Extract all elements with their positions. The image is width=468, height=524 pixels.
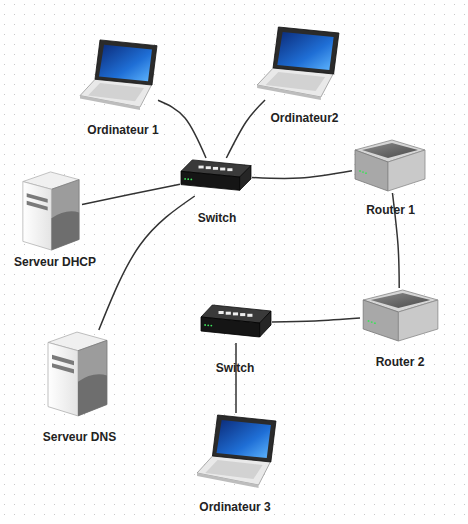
switch-front (201, 317, 260, 337)
switch-port (199, 166, 204, 169)
laptop-bezel (212, 415, 276, 462)
node-label: Switch (216, 361, 255, 375)
laptop-edge (197, 473, 258, 488)
laptop-keyboard (266, 72, 326, 91)
router-node: Router 1 (352, 138, 427, 193)
switch-front (181, 171, 240, 190)
node-label: Router 2 (376, 355, 425, 369)
node-label: Ordinateur 3 (199, 500, 270, 514)
server-front (23, 182, 52, 250)
switch-port (206, 166, 211, 169)
network-cable (99, 196, 195, 330)
router-front (355, 150, 388, 191)
server-icon (20, 170, 82, 252)
switch-port (226, 312, 231, 315)
switch-icon (180, 158, 252, 196)
switch-led (204, 324, 206, 326)
server-shade (51, 211, 79, 250)
network-cable (158, 100, 206, 158)
switch-led (210, 325, 212, 327)
server-side (78, 340, 107, 416)
node-label: Ordinateur 1 (87, 123, 158, 137)
network-cable (272, 318, 360, 322)
laptop-edge (80, 96, 140, 110)
server-front (48, 342, 78, 416)
server-shade (78, 374, 107, 416)
server-node: Serveur DHCP (20, 170, 82, 252)
router-front (363, 300, 398, 341)
router-led (368, 320, 370, 322)
server-icon (45, 330, 110, 418)
switch-port (233, 312, 238, 315)
switch-side (240, 166, 251, 191)
network-cable (82, 184, 180, 204)
laptop-icon (195, 413, 277, 488)
laptop-keyboard (205, 460, 262, 479)
server-slot (52, 355, 74, 365)
switch-port (213, 167, 218, 170)
laptop-screen (217, 420, 271, 458)
node-label: Router 1 (366, 203, 415, 217)
laptop-icon (78, 38, 158, 110)
server-side (51, 180, 79, 250)
router-side (398, 300, 437, 341)
switch-port (220, 168, 225, 171)
switch-led (187, 178, 189, 180)
server-slot (27, 201, 48, 211)
computer-node: Ordinateur2 (255, 25, 340, 100)
server-slot (27, 193, 48, 203)
laptop-screen (277, 32, 333, 70)
server-node: Serveur DNS (45, 330, 110, 418)
switch-node: Switch (180, 158, 252, 196)
switch-icon (200, 303, 272, 343)
server-slot (52, 363, 74, 373)
network-cable (252, 171, 352, 179)
router-led (365, 172, 367, 174)
router-side (388, 150, 425, 191)
switch-port (227, 168, 232, 171)
router-led (371, 321, 373, 323)
switch-port (247, 314, 252, 317)
switch-port (219, 311, 224, 314)
laptop-bezel (273, 27, 339, 74)
switch-led (207, 324, 209, 326)
laptop-keyboard (88, 83, 144, 101)
switch-side (260, 311, 271, 337)
router-icon (352, 138, 427, 193)
router-led (362, 171, 364, 173)
router-node: Router 2 (360, 288, 440, 343)
node-label: Ordinateur2 (270, 111, 338, 125)
laptop-bezel (95, 40, 157, 85)
switch-port (240, 313, 245, 316)
switch-led (190, 179, 192, 181)
router-led (359, 170, 361, 172)
computer-node: Ordinateur 3 (195, 413, 277, 488)
switch-node: Switch (200, 303, 272, 343)
laptop-screen (99, 45, 152, 81)
router-led (374, 322, 376, 324)
node-label: Switch (198, 211, 237, 225)
network-cable (226, 100, 265, 158)
router-icon (360, 288, 440, 343)
laptop-icon (255, 25, 340, 100)
computer-node: Ordinateur 1 (78, 38, 158, 110)
node-label: Serveur DHCP (14, 255, 96, 269)
network-cable (235, 343, 237, 413)
node-label: Serveur DNS (43, 430, 116, 444)
laptop-edge (257, 85, 321, 100)
switch-led (184, 178, 186, 180)
